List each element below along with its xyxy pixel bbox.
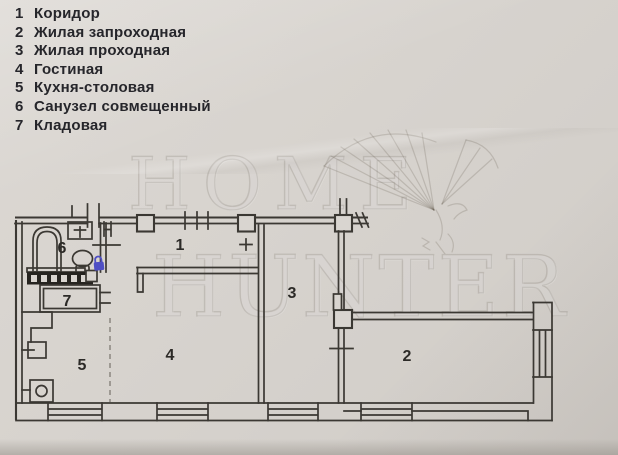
wall-break-hatch	[354, 211, 370, 229]
bathtub	[32, 226, 62, 273]
riser-pipes	[339, 198, 348, 216]
legend-number: 7	[15, 116, 24, 134]
legend-item: 4 Гостиная	[15, 61, 211, 80]
legend-label: Жилая запроходная	[34, 23, 187, 41]
window	[360, 402, 413, 422]
columns	[135, 213, 354, 330]
wall-room2-right	[532, 301, 553, 422]
legend-item: 6 Санузел совмещенный	[15, 98, 211, 117]
legend-number: 5	[15, 79, 24, 97]
legend-label: Кухня-столовая	[34, 79, 155, 97]
sink	[67, 221, 93, 240]
wall-kitchen-jog	[21, 311, 53, 343]
room-label-5: 5	[78, 357, 87, 374]
window	[267, 402, 319, 422]
wall-room2-bottom	[343, 410, 529, 422]
legend-number: 1	[15, 5, 24, 22]
legend-label: Коридор	[34, 5, 100, 22]
legend-label: Кладовая	[34, 116, 108, 134]
legend-number: 2	[15, 23, 24, 41]
legend-item: 7 Кладовая	[15, 117, 211, 136]
legend-label: Гостиная	[34, 60, 104, 78]
room-legend: 1 Коридор 2 Жилая запроходная 3 Жилая пр…	[15, 5, 211, 135]
window	[47, 402, 103, 422]
legend-number: 6	[15, 97, 24, 115]
wall-room2-top	[351, 311, 534, 321]
window	[532, 329, 553, 378]
room-label-1: 1	[176, 237, 185, 254]
entrance-door	[71, 203, 112, 237]
legend-number: 3	[15, 42, 24, 60]
storage-room-walls	[39, 284, 111, 313]
window	[156, 402, 209, 422]
legend-item: 3 Жилая проходная	[15, 42, 211, 61]
room-label-2: 2	[403, 348, 412, 365]
wall-room3-left	[239, 224, 265, 404]
photo-edge-shadow	[0, 439, 618, 455]
room-label-3: 3	[288, 285, 297, 302]
wall-corridor-room4	[136, 266, 259, 293]
room-label-7: 7	[63, 293, 72, 310]
stove	[21, 379, 54, 403]
wall-room3-right	[329, 230, 354, 404]
legend-item: 2 Жилая запроходная	[15, 24, 211, 43]
kitchen-sink	[21, 341, 47, 359]
legend-number: 4	[15, 60, 24, 78]
room-label-6: 6	[58, 240, 67, 257]
lock-icon	[93, 255, 105, 271]
legend-label: Жилая проходная	[34, 42, 171, 60]
wall-tick-marks	[184, 211, 209, 230]
toilet	[71, 249, 94, 274]
vent-shaft	[26, 267, 98, 285]
legend-item: 1 Коридор	[15, 5, 211, 24]
legend-item: 5 Кухня-столовая	[15, 79, 211, 98]
room-label-4: 4	[166, 347, 175, 364]
legend-label: Санузел совмещенный	[34, 97, 211, 115]
